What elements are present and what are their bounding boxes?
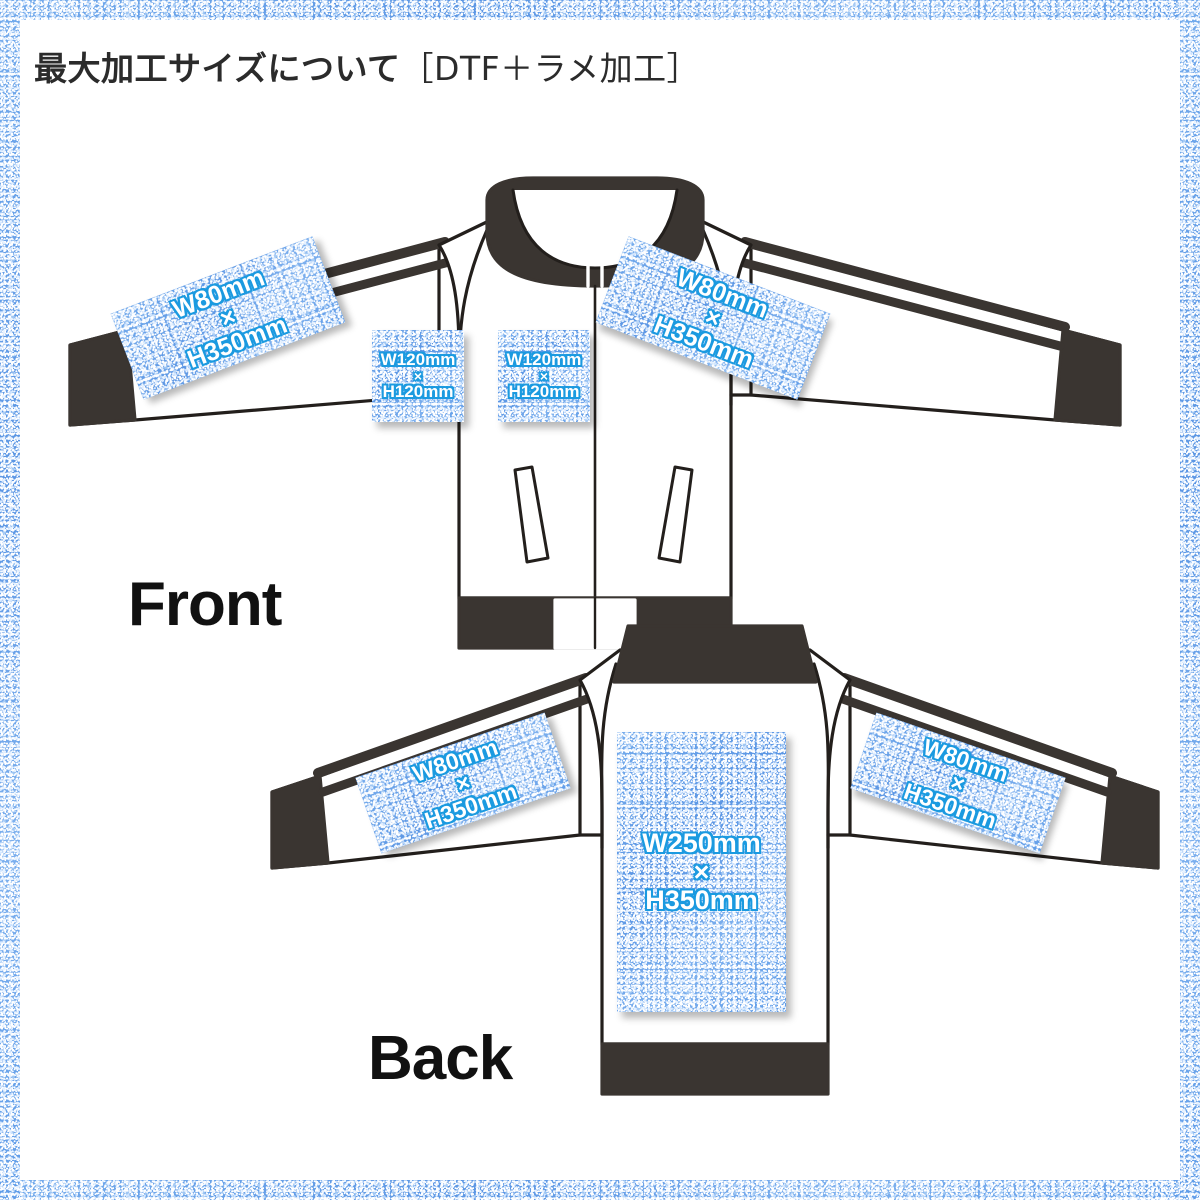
front-cuff-left	[68, 328, 137, 427]
back-stripe-right-outer	[839, 673, 1117, 778]
front-pocket-left	[513, 465, 550, 564]
front-pocket-right	[657, 465, 694, 564]
front-stripe-right-inner	[736, 257, 1065, 351]
frame-edge-left	[0, 0, 20, 1200]
back-hem-band	[600, 1042, 830, 1096]
print-area-separator: ×	[539, 367, 549, 384]
print-area-width: W120mm	[380, 349, 456, 369]
print-area-back-body[interactable]: W250mm × H350mm	[617, 732, 786, 1012]
frame-edge-top	[0, 0, 1200, 20]
back-cuff-right	[1100, 774, 1160, 870]
print-area-separator: ×	[693, 856, 710, 887]
print-area-height: H120mm	[382, 382, 454, 402]
back-stripe-left-outer	[313, 673, 591, 778]
page-title-bracket: ［DTF＋ラメ加工］	[400, 49, 701, 88]
print-area-height: H350mm	[645, 885, 758, 916]
print-area-separator: ×	[413, 367, 423, 384]
back-collar	[612, 624, 818, 684]
front-stripe-right-outer	[740, 237, 1070, 332]
print-area-front-chest-left[interactable]: W120mm × H120mm	[372, 330, 464, 422]
print-area-width: W120mm	[506, 349, 582, 369]
print-area-front-chest-right[interactable]: W120mm × H120mm	[498, 330, 590, 422]
back-raglan-seam-left	[600, 662, 618, 850]
print-area-width: W250mm	[642, 828, 761, 859]
front-cuff-right	[1053, 328, 1122, 427]
diagram-canvas: 最大加工サイズについて［DTF＋ラメ加工］	[20, 20, 1180, 1180]
view-label-back: Back	[368, 1024, 513, 1093]
frame-edge-bottom	[0, 1180, 1200, 1200]
print-area-height: H120mm	[508, 382, 580, 402]
view-label-front: Front	[128, 570, 282, 639]
back-raglan-seam-right	[812, 662, 830, 850]
frame-edge-right	[1180, 0, 1200, 1200]
back-cuff-left	[270, 774, 330, 870]
page-title: 最大加工サイズについて［DTF＋ラメ加工］	[34, 42, 700, 90]
front-zipper-collar-tape	[586, 230, 604, 288]
page-title-main: 最大加工サイズについて	[34, 49, 401, 88]
